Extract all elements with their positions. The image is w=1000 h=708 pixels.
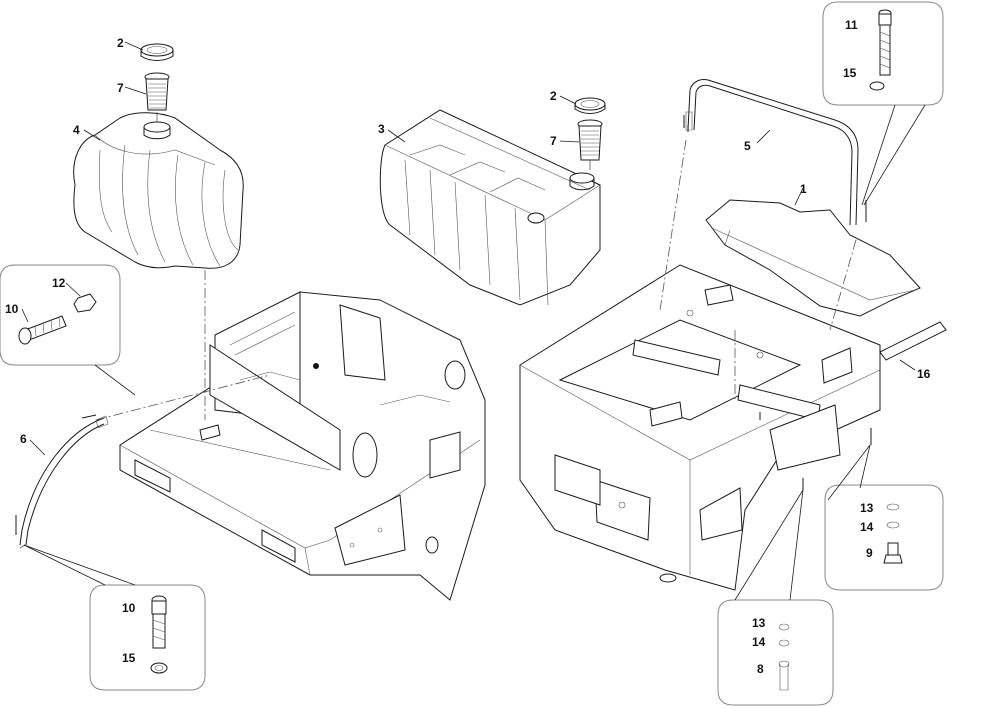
callout-rd-9: 9 [866,546,873,560]
callout-left-nut: 12 [52,276,66,290]
left-frame [119,291,486,601]
left-bar-6 [19,415,109,546]
callout-right-plate: 1 [800,182,807,196]
left-fuel-tank [73,112,244,269]
callout-center-cap: 2 [550,89,557,103]
callout-right-detail-screw: 11 [845,18,858,32]
center-strainer [577,119,603,161]
right-bar-5 [685,79,859,226]
callout-right-bar: 5 [744,139,751,153]
right-rod-16 [879,321,947,361]
detail-bubble-left-bottom [23,544,206,691]
center-tank-cap [574,97,606,114]
callout-left-screw: 10 [5,302,19,316]
callout-rd-13: 13 [860,501,874,515]
small-bolts [15,115,872,535]
callout-left-detail-screw: 10 [122,601,136,615]
callout-left-cap: 2 [117,36,124,50]
callout-left-tank: 4 [73,123,80,137]
callout-right-detail-washer: 15 [843,66,857,80]
center-hydraulic-tank [379,109,601,306]
detail-bubble-right-top [822,1,944,206]
center-lines [19,112,857,549]
callout-right-rod: 16 [917,367,931,381]
callout-bd-14: 14 [752,635,766,649]
callout-bd-8: 8 [757,662,764,676]
callout-left-bar: 6 [20,432,27,446]
right-frame [519,264,881,591]
right-plate-1 [705,199,921,317]
callout-center-tank: 3 [378,122,385,136]
callout-labels: 2 7 4 12 10 6 10 15 2 7 3 5 1 16 11 15 1… [5,18,931,676]
detail-bubble-left-top [0,264,136,396]
callout-left-detail-washer: 15 [122,651,136,665]
leader-lines [21,41,916,456]
detail-bubble-right-mid [824,444,944,591]
callout-center-strainer: 7 [550,134,557,148]
left-tank-cap [140,43,174,61]
left-strainer [144,72,170,111]
detail-bubble-bottom [717,489,834,706]
callout-bd-13: 13 [752,616,766,630]
callout-left-strainer: 7 [117,81,124,95]
callout-rd-14: 14 [860,520,874,534]
